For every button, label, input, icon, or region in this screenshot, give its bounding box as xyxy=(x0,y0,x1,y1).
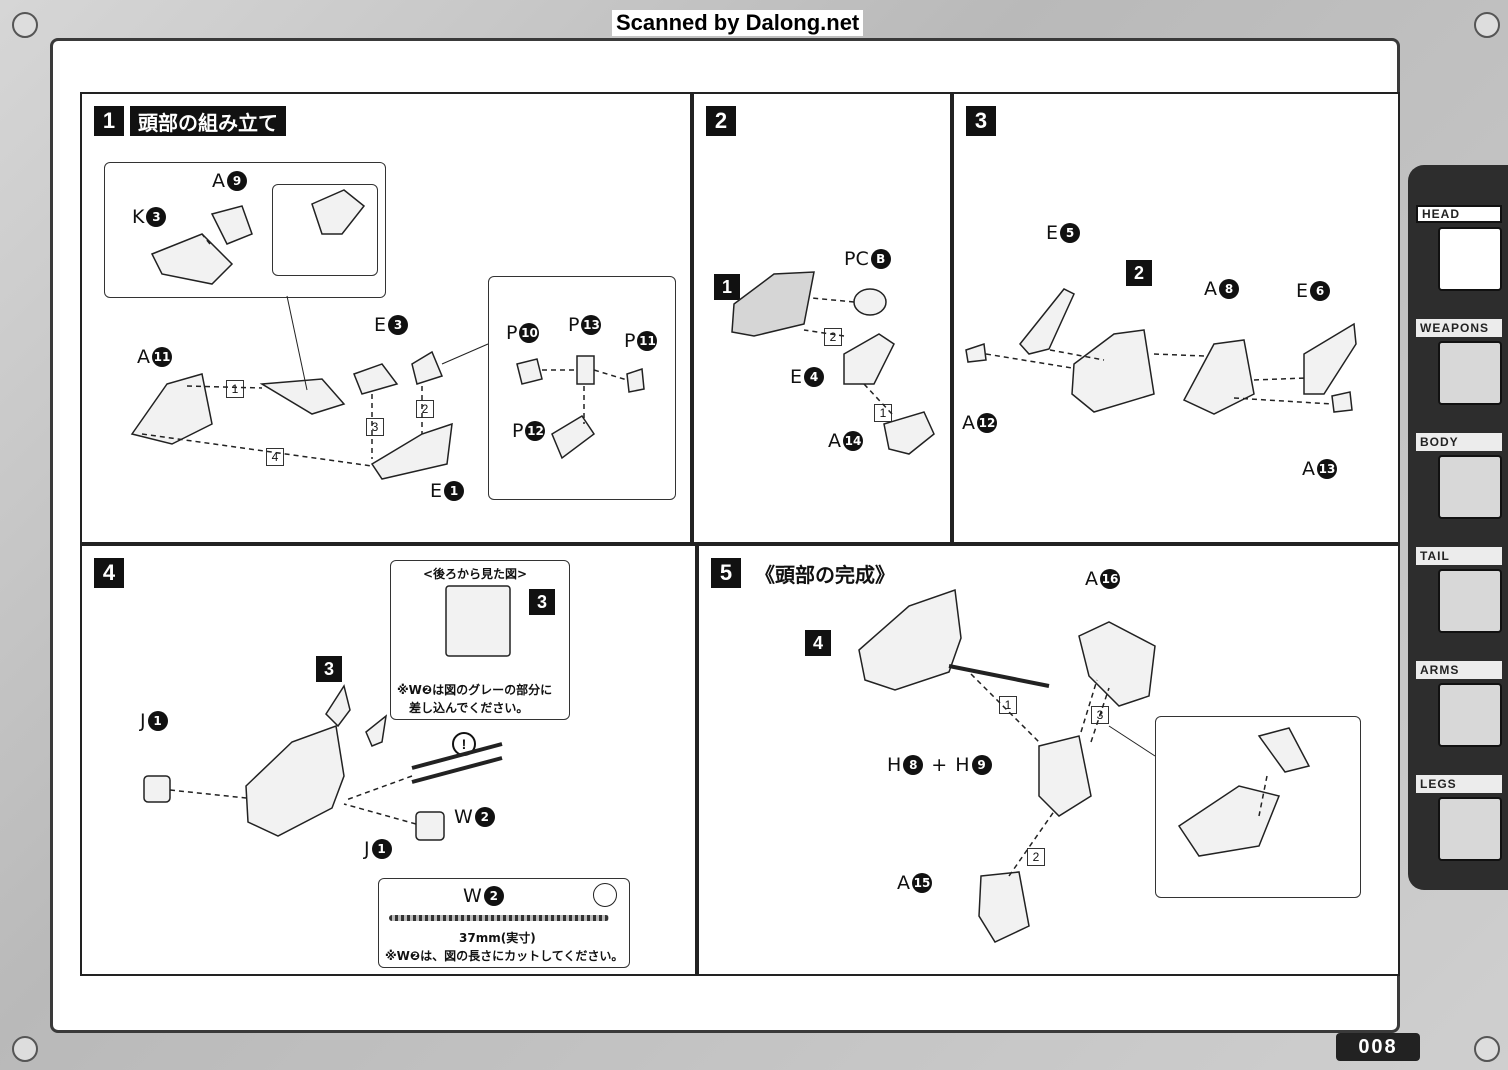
section-tabs: HEAD WEAPONS BODY TAIL ARMS LEGS xyxy=(1408,165,1508,890)
rear-view-title: <後ろから見た図> xyxy=(423,567,528,581)
reference-badge: 3 xyxy=(316,656,342,682)
reference-badge: 2 xyxy=(1126,260,1152,286)
joint-callout xyxy=(488,276,676,500)
assembly-order-marker: 2 xyxy=(1027,848,1045,866)
scan-credit: Scanned by Dalong.net xyxy=(612,10,864,36)
tab-label: WEAPONS xyxy=(1416,319,1502,337)
tab-label: ARMS xyxy=(1416,661,1502,679)
assembly-order-marker: 2 xyxy=(416,400,434,418)
caution-icon: ! xyxy=(452,732,476,756)
step-4-parts-illustration xyxy=(143,585,511,841)
cut-scissors-icon xyxy=(593,883,617,907)
corner-screw-icon xyxy=(1474,1036,1500,1062)
step-4-panel: 4 3 <後ろから見た図> 3 ※W❷は図のグレーの部分に 差し込んでください。… xyxy=(80,544,697,976)
assembly-order-marker: 1 xyxy=(999,696,1017,714)
legs-icon xyxy=(1438,797,1502,861)
rear-view-note: ※W❷は図のグレーの部分に xyxy=(397,683,553,697)
reference-badge: 3 xyxy=(529,589,555,615)
arms-icon xyxy=(1438,683,1502,747)
step-3-parts-illustration xyxy=(965,288,1357,415)
corner-screw-icon xyxy=(12,12,38,38)
tab-legs[interactable]: LEGS xyxy=(1416,775,1508,873)
step-number: 5 xyxy=(711,558,741,588)
head-icon xyxy=(1438,227,1502,291)
plus-sign: + xyxy=(931,754,948,776)
step-1-parts-illustration xyxy=(130,189,645,480)
body-icon xyxy=(1438,455,1502,519)
tab-arms[interactable]: ARMS xyxy=(1416,661,1508,759)
step-5-parts-illustration xyxy=(858,588,1311,943)
weapons-icon xyxy=(1438,341,1502,405)
step-number: 2 xyxy=(706,106,736,136)
cut-note: ※W❷は、図の長さにカットしてください。 xyxy=(385,949,624,963)
assembly-order-marker: 1 xyxy=(226,380,244,398)
reference-badge: 1 xyxy=(714,274,740,300)
step-number: 1 xyxy=(94,106,124,136)
tab-label: TAIL xyxy=(1416,547,1502,565)
rear-view-note: 差し込んでください。 xyxy=(409,701,529,715)
tab-body[interactable]: BODY xyxy=(1416,433,1508,531)
step-2-parts-illustration xyxy=(731,271,935,455)
tab-weapons[interactable]: WEAPONS xyxy=(1416,319,1508,417)
step-title: 頭部の組み立て xyxy=(130,106,286,136)
tab-tail[interactable]: TAIL xyxy=(1416,547,1508,645)
page-number: 008 xyxy=(1336,1033,1420,1061)
step-number: 4 xyxy=(94,558,124,588)
tab-head[interactable]: HEAD xyxy=(1416,205,1508,303)
assembly-order-marker: 2 xyxy=(824,328,842,346)
tail-icon xyxy=(1438,569,1502,633)
corner-screw-icon xyxy=(12,1036,38,1062)
cut-length: 37mm(実寸) xyxy=(459,931,536,945)
step-number: 3 xyxy=(966,106,996,136)
tab-label: BODY xyxy=(1416,433,1502,451)
reference-badge: 4 xyxy=(805,630,831,656)
tab-label: LEGS xyxy=(1416,775,1502,793)
step-title: 《頭部の完成》 xyxy=(755,562,895,587)
tab-label: HEAD xyxy=(1416,205,1502,223)
assembly-order-marker: 3 xyxy=(366,418,384,436)
corner-screw-icon xyxy=(1474,12,1500,38)
wire-actual-size xyxy=(389,915,609,921)
